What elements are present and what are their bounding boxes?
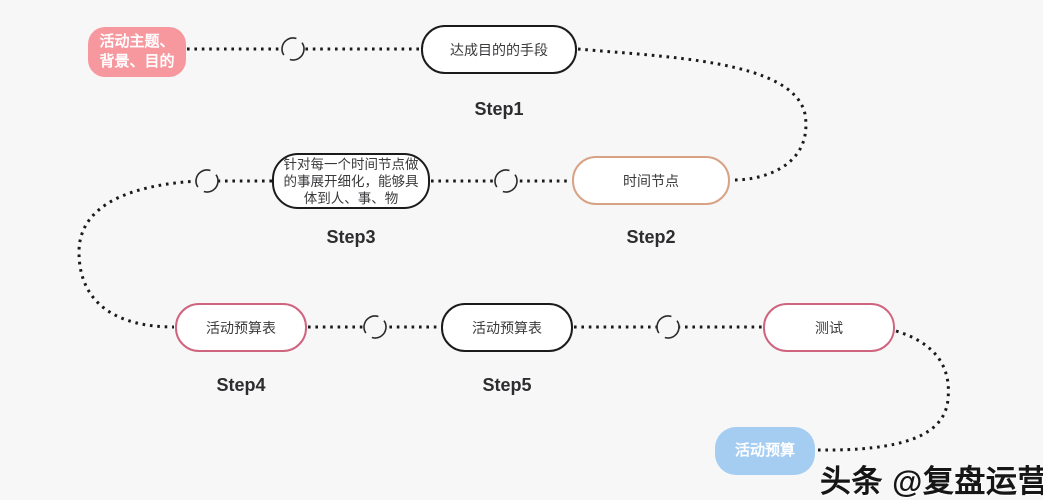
node-step3-line2: 的事展开细化，能够具	[283, 173, 419, 189]
junction-circle[interactable]	[278, 34, 309, 65]
node-step2-label: 时间节点	[623, 172, 679, 189]
node-step1-label: 达成目的的手段	[450, 41, 548, 58]
node-test[interactable]: 测试	[763, 303, 895, 352]
node-activity-budget-label: 活动预算	[734, 442, 795, 459]
node-test-label: 测试	[815, 319, 843, 336]
connector-step1-step2	[577, 47, 808, 182]
junction-circle[interactable]	[360, 312, 391, 343]
node-step3-line1: 针对每一个时间节点做	[283, 156, 419, 172]
junction-circle[interactable]	[192, 166, 223, 197]
caption-step1: Step1	[474, 99, 524, 119]
junction-circle[interactable]	[491, 166, 522, 197]
caption-step2: Step2	[626, 227, 676, 247]
caption-step3: Step3	[326, 227, 376, 247]
connector-step3-step4	[77, 179, 272, 329]
connector-test-budget	[817, 329, 950, 452]
node-step4[interactable]: 活动预算表	[175, 303, 307, 352]
node-activity-budget[interactable]: 活动预算	[715, 427, 815, 475]
node-step4-label: 活动预算表	[206, 319, 276, 336]
caption-step4: Step4	[216, 375, 266, 395]
node-step1[interactable]: 达成目的的手段	[421, 25, 577, 74]
node-step2[interactable]: 时间节点	[572, 156, 730, 205]
node-step3[interactable]: 针对每一个时间节点做 的事展开细化，能够具 体到人、事、物	[272, 153, 430, 209]
caption-step5: Step5	[482, 375, 532, 395]
watermark-text: 头条 @复盘运营	[820, 464, 1043, 499]
node-step5[interactable]: 活动预算表	[441, 303, 573, 352]
node-activity-theme-line2: 背景、目的	[99, 53, 175, 70]
node-step3-line3: 体到人、事、物	[303, 190, 399, 206]
node-activity-theme-line1: 活动主题、	[99, 33, 175, 50]
node-step5-label: 活动预算表	[472, 319, 542, 336]
junction-circle[interactable]	[653, 312, 684, 343]
node-activity-theme[interactable]: 活动主题、 背景、目的	[88, 27, 186, 77]
